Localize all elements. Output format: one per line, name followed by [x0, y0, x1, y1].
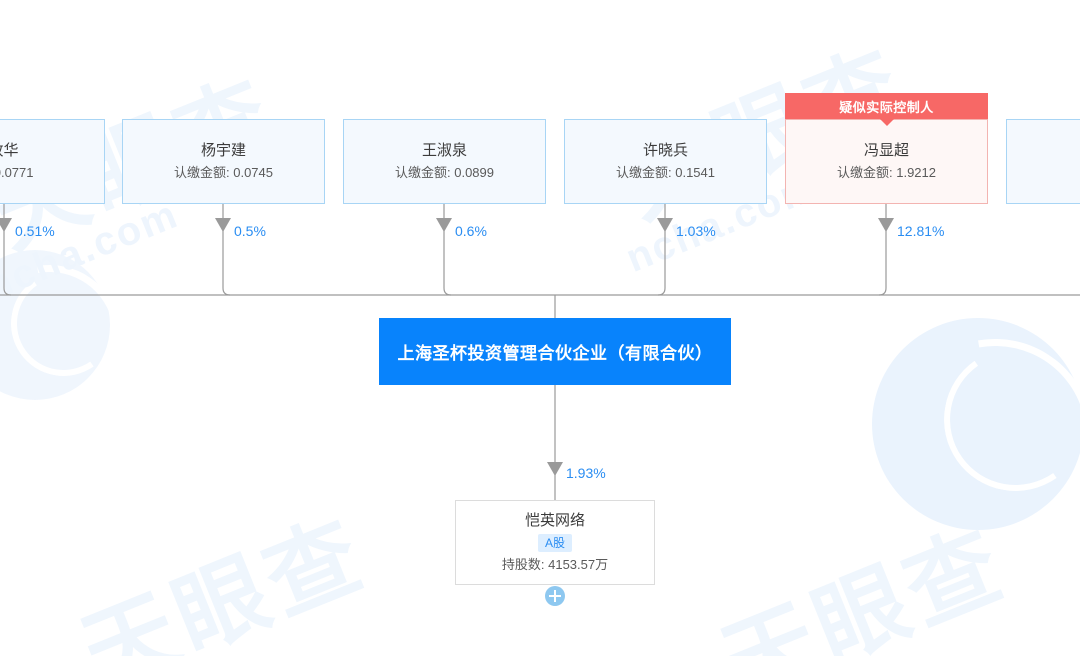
company-shares: 持股数: 4153.57万 — [501, 557, 609, 572]
shareholder-node[interactable]: 许晓兵 认缴金额: 0.1541 — [564, 119, 767, 204]
shareholder-node-actual-controller[interactable]: 疑似实际控制人 冯显超 认缴金额: 1.9212 — [785, 93, 988, 204]
company-name: 恺英网络 — [524, 512, 585, 529]
edge-percent-label: 1.03% — [676, 223, 716, 239]
shareholder-name: 冯显超 — [863, 142, 909, 159]
shareholder-name: 许晓兵 — [642, 142, 688, 159]
edge-percent-label: 0.6% — [455, 223, 487, 239]
shareholder-amount: 认缴金额: 0.0745 — [174, 165, 273, 180]
shareholder-amount: 认缴金额: 0.1541 — [616, 165, 715, 180]
edge-percent-label: 0.5% — [234, 223, 266, 239]
edge-percent-label: 0.51% — [15, 223, 55, 239]
shareholder-amount: 额: 0.0771 — [0, 165, 34, 180]
stock-market-badge: A股 — [537, 534, 572, 552]
center-entity-name: 上海圣杯投资管理合伙企业（有限合伙） — [379, 318, 731, 385]
company-node[interactable]: 恺英网络 A股 持股数: 4153.57万 — [455, 500, 655, 585]
edge-percent-label: 12.81% — [897, 223, 945, 239]
shareholder-node[interactable]: 认缴 — [1006, 119, 1080, 204]
shareholder-amount: 认缴金额: 1.9212 — [837, 165, 936, 180]
shareholder-amount: 认缴金额: 0.0899 — [395, 165, 494, 180]
plus-circle-icon[interactable] — [545, 586, 565, 606]
shareholder-node[interactable]: 杨宇建 认缴金额: 0.0745 — [122, 119, 325, 204]
shareholder-name: 政华 — [0, 142, 19, 159]
shareholder-node[interactable]: 政华 额: 0.0771 — [0, 119, 105, 204]
actual-controller-badge: 疑似实际控制人 — [785, 93, 988, 126]
shareholder-name: 王淑泉 — [421, 142, 467, 159]
center-entity-node[interactable]: 上海圣杯投资管理合伙企业（有限合伙） — [379, 318, 731, 385]
edge-percent-label: 1.93% — [566, 465, 606, 481]
shareholder-node[interactable]: 王淑泉 认缴金额: 0.0899 — [343, 119, 546, 204]
shareholder-name: 杨宇建 — [200, 142, 246, 159]
